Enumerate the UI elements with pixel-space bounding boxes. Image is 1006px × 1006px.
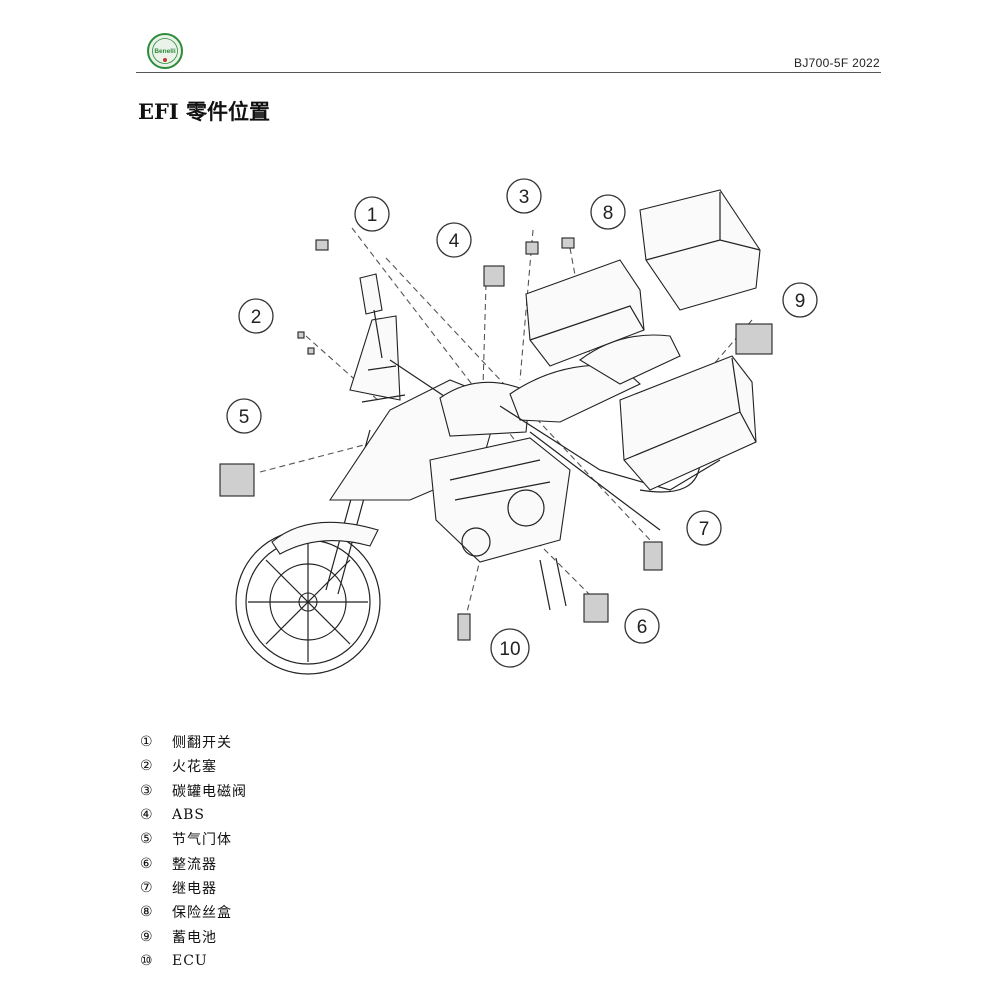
header-divider	[136, 72, 881, 73]
callout-label-5: 5	[239, 407, 250, 428]
legend-number: ⑤	[140, 831, 153, 848]
legend-item: ⑦ 继电器	[140, 876, 247, 900]
callout-6: 6	[624, 608, 660, 644]
legend-item: ⑩ ECU	[140, 949, 247, 973]
side-case-left	[525, 259, 645, 367]
callout-label-2: 2	[251, 307, 262, 328]
side-case-right	[619, 355, 757, 491]
spark-plug-part	[297, 331, 305, 339]
legend-label: 保险丝盒	[172, 905, 232, 922]
callout-label-7: 7	[699, 519, 710, 540]
legend-label: 整流器	[172, 856, 217, 873]
parts-legend: ① 侧翻开关 ② 火花塞 ③ 碳罐电磁阀 ④ ABS ⑤ 节气门体 ⑥ 整流器 …	[140, 730, 247, 973]
legend-item: ⑤ 节气门体	[140, 827, 247, 851]
legend-label: 继电器	[172, 880, 217, 897]
fuel-tank-and-seat	[439, 334, 681, 437]
legend-number: ④	[140, 807, 153, 824]
callout-label-10: 10	[499, 639, 520, 660]
callout-4: 4	[436, 222, 472, 258]
legend-number: ③	[140, 782, 153, 799]
legend-label: 侧翻开关	[172, 735, 232, 752]
callout-9: 9	[782, 282, 818, 318]
legend-label: ABS	[172, 807, 205, 824]
abs-unit-part	[483, 265, 505, 287]
legend-item: ③ 碳罐电磁阀	[140, 779, 247, 803]
page-title: EFI 零件位置	[138, 99, 271, 124]
relay-part	[643, 541, 663, 571]
legend-item: ⑨ 蓄电池	[140, 924, 247, 948]
callout-label-4: 4	[449, 231, 460, 252]
callout-5: 5	[226, 398, 262, 434]
fuse-box-part	[561, 237, 575, 249]
callout-label-1: 1	[367, 205, 378, 226]
legend-label: 蓄电池	[172, 929, 217, 946]
front-wheel	[235, 529, 381, 675]
legend-label: ECU	[172, 952, 208, 969]
callout-10: 10	[490, 628, 530, 668]
legend-number: ⑦	[140, 879, 153, 896]
callout-7: 7	[686, 510, 722, 546]
legend-label: 节气门体	[172, 832, 232, 849]
rectifier-part	[583, 593, 609, 623]
battery-part	[735, 323, 773, 355]
legend-item: ① 侧翻开关	[140, 730, 247, 754]
callout-label-3: 3	[519, 187, 530, 208]
legend-number: ⑩	[140, 952, 153, 969]
benelli-logo-icon: Benelli	[147, 33, 183, 69]
legend-number: ②	[140, 758, 153, 775]
tilt-switch-part	[315, 239, 329, 251]
callout-label-6: 6	[637, 617, 648, 638]
engine	[429, 437, 571, 563]
logo-text: Benelli	[154, 48, 176, 55]
component-parts	[219, 237, 773, 641]
document-code: BJ700-5F 2022	[794, 56, 880, 70]
efi-parts-diagram: 1 2 3 4 5 6 7 8 9 10	[219, 178, 818, 675]
legend-label: 碳罐电磁阀	[172, 783, 247, 800]
legend-number: ⑧	[140, 904, 153, 921]
legend-item: ② 火花塞	[140, 754, 247, 778]
callout-3: 3	[506, 178, 542, 214]
legend-item: ④ ABS	[140, 803, 247, 827]
legend-item: ⑥ 整流器	[140, 851, 247, 875]
top-case	[639, 189, 761, 311]
callout-1: 1	[354, 196, 390, 232]
throttle-body-part	[219, 463, 255, 497]
legend-number: ⑨	[140, 928, 153, 945]
legend-number: ①	[140, 734, 153, 751]
spark-plug-part-2	[307, 347, 315, 355]
callout-label-9: 9	[795, 291, 806, 312]
legend-label: 火花塞	[172, 759, 217, 776]
ecu-part	[457, 613, 471, 641]
callout-label-8: 8	[603, 203, 614, 224]
canister-valve-part	[525, 241, 539, 255]
callout-2: 2	[238, 298, 274, 334]
legend-item: ⑧ 保险丝盒	[140, 900, 247, 924]
callout-8: 8	[590, 194, 626, 230]
legend-number: ⑥	[140, 855, 153, 872]
